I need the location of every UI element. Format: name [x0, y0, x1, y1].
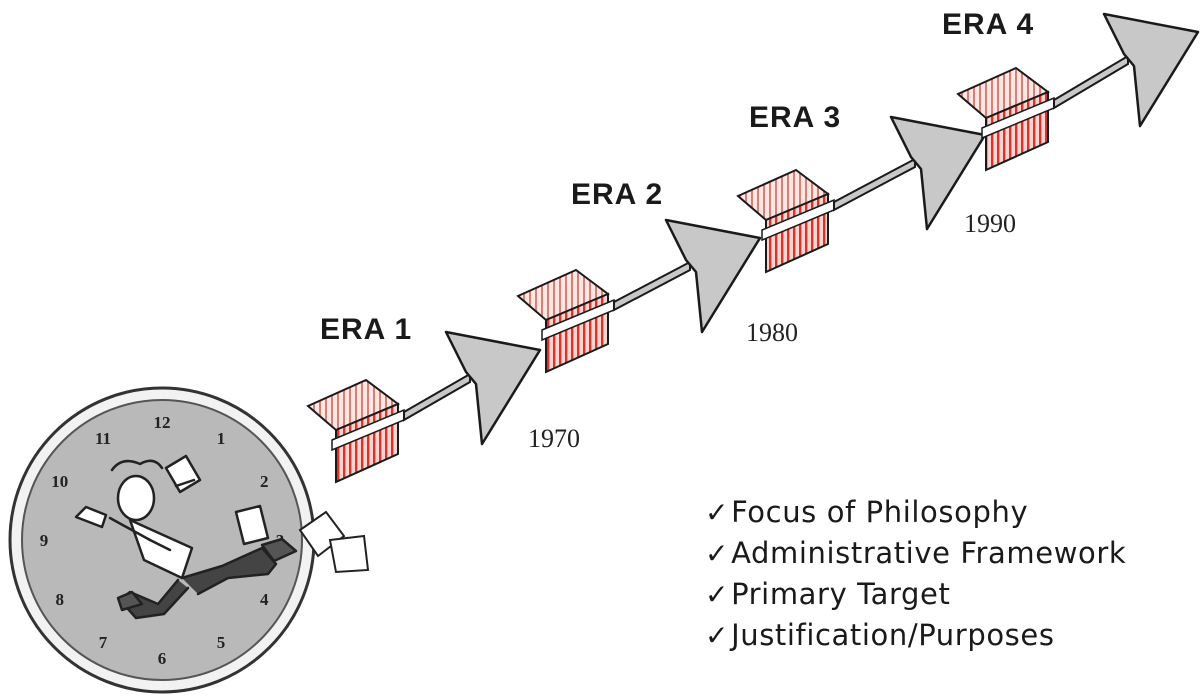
checklist-item-label: Justification/Purposes: [731, 618, 1055, 652]
clock-number: 6: [158, 649, 167, 668]
era-2-label: ERA 2: [571, 178, 664, 211]
clock-number: 11: [95, 429, 111, 448]
clock-number: 8: [56, 590, 65, 609]
checklist-item: ✓Justification/Purposes: [705, 615, 1126, 656]
check-icon: ✓: [705, 578, 730, 611]
flying-paper-icon: [298, 510, 370, 574]
clock-number: 2: [260, 472, 269, 491]
clock-icon: 121234567891011: [8, 386, 370, 694]
era-2-year: 1980: [746, 318, 798, 347]
clock-number: 1: [217, 429, 226, 448]
era-1-label: ERA 1: [320, 313, 413, 346]
era-3-year: 1990: [964, 209, 1016, 238]
check-icon: ✓: [705, 496, 730, 529]
checklist-item: ✓Administrative Framework: [705, 533, 1126, 574]
checklist-item: ✓Focus of Philosophy: [705, 492, 1126, 533]
era-1-arrow-icon: [306, 330, 542, 484]
checklist-item-label: Administrative Framework: [731, 536, 1127, 570]
checklist-item: ✓Primary Target: [705, 574, 1126, 615]
clock-number: 9: [40, 531, 49, 550]
era-4-label: ERA 4: [942, 8, 1035, 41]
check-icon: ✓: [705, 537, 730, 570]
era-3-label: ERA 3: [749, 101, 842, 134]
clock-number: 10: [51, 472, 68, 491]
checklist-item-label: Focus of Philosophy: [731, 495, 1029, 529]
era-1-year: 1970: [528, 424, 580, 453]
era-arrows: [306, 12, 1200, 484]
era-3-arrow-icon: [736, 115, 987, 274]
clock-number: 5: [217, 633, 226, 652]
era-4-arrow-icon: [956, 12, 1200, 172]
clock-number: 12: [154, 413, 171, 432]
era-2-arrow-icon: [516, 218, 762, 374]
checklist-item-label: Primary Target: [731, 577, 951, 611]
clock-number: 7: [99, 633, 108, 652]
running-man-icon: [74, 454, 298, 620]
criteria-checklist: ✓Focus of Philosophy ✓Administrative Fra…: [705, 492, 1126, 656]
clock-number: 4: [260, 590, 269, 609]
check-icon: ✓: [705, 619, 730, 652]
